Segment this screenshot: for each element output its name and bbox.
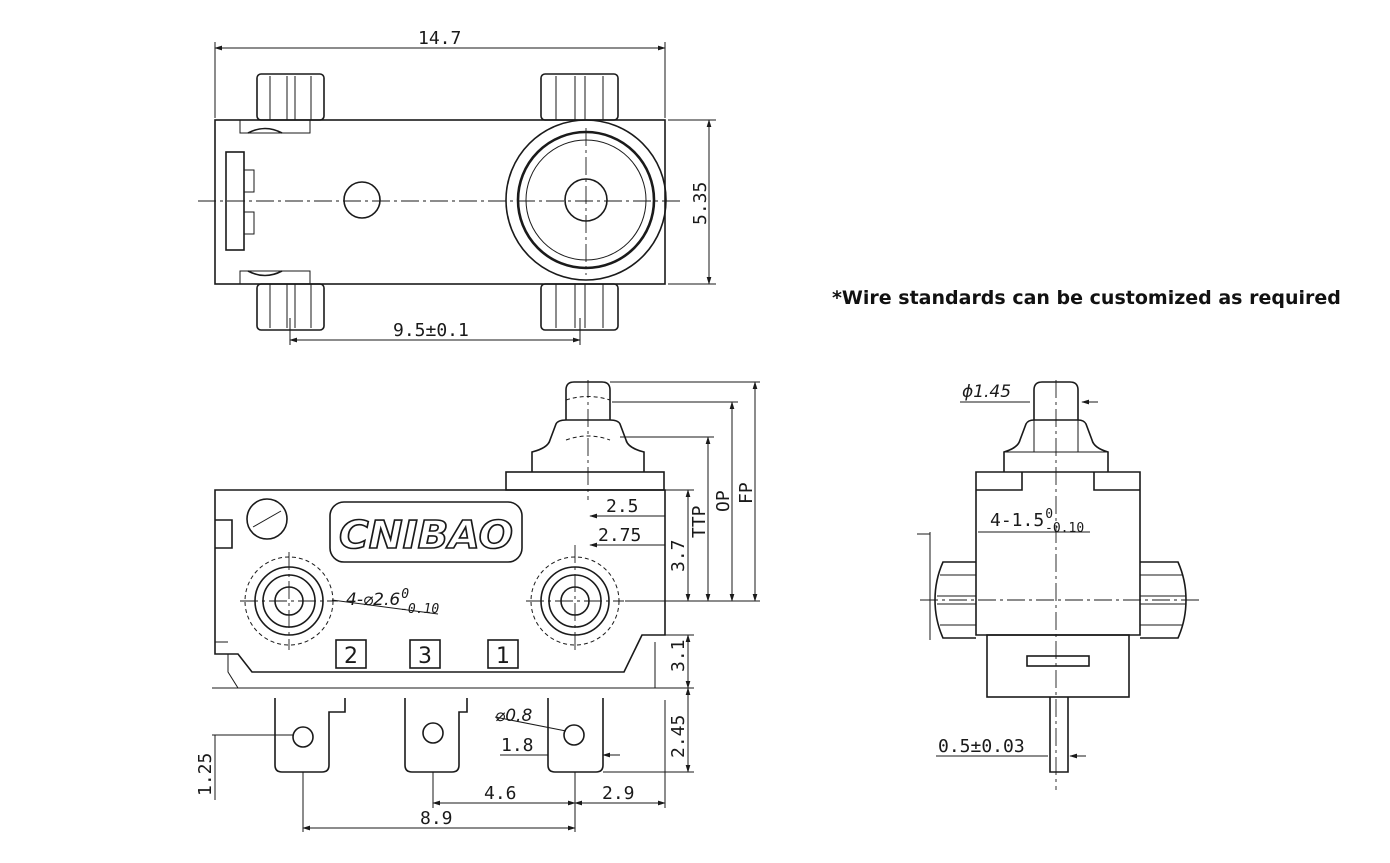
wire-note: *Wire standards can be customized as req… bbox=[832, 287, 1341, 309]
actuator-hole bbox=[564, 178, 608, 222]
terminal-hole: ⌀0.8 bbox=[495, 706, 532, 726]
dim-3-1: 3.1 bbox=[668, 639, 689, 672]
top-view: 14.7 bbox=[198, 28, 716, 345]
top-left-tab bbox=[256, 73, 325, 121]
terminal-box-3 bbox=[409, 639, 441, 669]
logo-badge bbox=[329, 501, 523, 563]
plunger bbox=[505, 381, 665, 491]
terminal-label-2: 2 bbox=[344, 644, 358, 669]
terminal-box-2 bbox=[335, 639, 367, 669]
left-mount-hole bbox=[240, 552, 338, 650]
small-hole bbox=[343, 181, 381, 219]
dim-op: OP bbox=[713, 490, 734, 512]
side-view: ϕ1.45 4-1.50-0.10 bbox=[917, 380, 1200, 790]
dim-fp: FP bbox=[736, 482, 757, 504]
logo-text: CNIBAO bbox=[339, 513, 513, 557]
dim-width: 14.7 bbox=[418, 28, 461, 49]
front-view: CNIBAO 4-⌀2.60-0.10 2 3 1 bbox=[195, 380, 760, 832]
lead-thickness: 0.5±0.03 bbox=[938, 736, 1025, 757]
dim-1-25: 1.25 bbox=[195, 753, 216, 796]
terminal-label-3: 3 bbox=[418, 644, 432, 669]
dim-2-45: 2.45 bbox=[668, 715, 689, 758]
actuator-outer bbox=[505, 119, 667, 281]
top-body bbox=[214, 119, 666, 285]
hole-callout: 4-⌀2.60-0.10 bbox=[346, 587, 439, 617]
dim-2-9: 2.9 bbox=[602, 783, 635, 804]
side-body bbox=[975, 471, 1141, 636]
side-hole-callout: 4-1.50-0.10 bbox=[990, 507, 1084, 536]
terminal-box-1 bbox=[487, 639, 519, 669]
plunger-dia: ϕ1.45 bbox=[962, 382, 1011, 402]
top-right-tab bbox=[540, 73, 619, 121]
front-body bbox=[214, 489, 666, 673]
terminal-mid bbox=[404, 698, 468, 773]
dim-height: 5.35 bbox=[690, 182, 711, 225]
dim-1-8: 1.8 bbox=[501, 735, 534, 756]
dim-3-7: 3.7 bbox=[668, 539, 689, 572]
dim-8-9: 8.9 bbox=[420, 808, 453, 829]
dim-mount: 9.5±0.1 bbox=[393, 320, 469, 341]
dim-ttp: TTP bbox=[689, 505, 710, 538]
terminal-left bbox=[274, 698, 346, 773]
dim-4-6: 4.6 bbox=[484, 783, 517, 804]
terminal-right bbox=[547, 698, 604, 773]
dim-2-5: 2.5 bbox=[606, 496, 639, 517]
right-mount-hole bbox=[526, 545, 624, 650]
terminal-label-1: 1 bbox=[496, 644, 510, 669]
dim-2-75: 2.75 bbox=[598, 525, 641, 546]
